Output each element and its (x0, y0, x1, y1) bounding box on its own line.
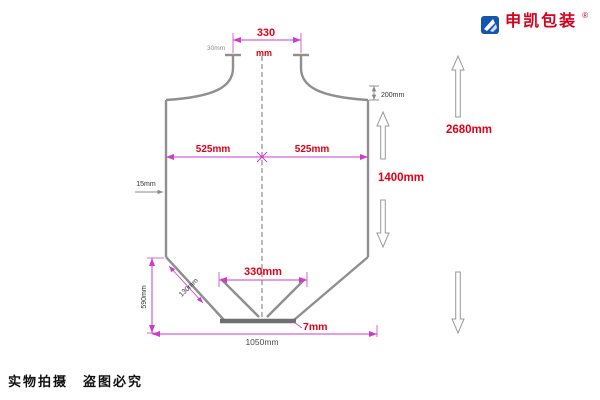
dim-bottom-height-label: 590mm (141, 285, 148, 309)
dim-seam-label: 7mm (303, 321, 328, 333)
dim-bottom-width-label: 1050mm (245, 337, 278, 347)
dim-total-height (451, 54, 465, 335)
dim-shoulder-drop-label: 200mm (381, 92, 405, 99)
dim-seam-leader (293, 321, 303, 329)
dim-bottom-inner (218, 272, 308, 287)
dim-bottom-height (147, 257, 164, 334)
dim-half-width-right: 525mm (295, 144, 330, 155)
watermark-notice: 实物拍摄 盗图必究 (8, 374, 144, 389)
dim-half-width-left: 525mm (196, 144, 231, 155)
dim-mid-width (166, 151, 368, 163)
dim-mid-height (376, 110, 390, 249)
brand-icon (481, 16, 500, 34)
registered-mark: ® (582, 11, 588, 20)
dim-thickness-label: 15mm (136, 181, 156, 188)
dim-top-width-unit: mm (256, 48, 272, 58)
dim-mid-height-label: 1400mm (378, 172, 424, 184)
dim-top-width (232, 33, 302, 53)
brand-logo: 申凯包装 ® (480, 11, 588, 35)
dim-top-width-value: 330 (257, 27, 275, 39)
dim-shoulder-drop (369, 85, 379, 101)
dim-neck-offset: 30mm (207, 45, 225, 52)
brand-name: 申凯包装 (505, 13, 578, 30)
dim-total-height-label: 2680mm (446, 124, 492, 136)
dim-bottom-inner-label: 330mm (244, 266, 282, 278)
dim-bottom-width (152, 325, 378, 337)
dim-taper-line (168, 265, 204, 304)
